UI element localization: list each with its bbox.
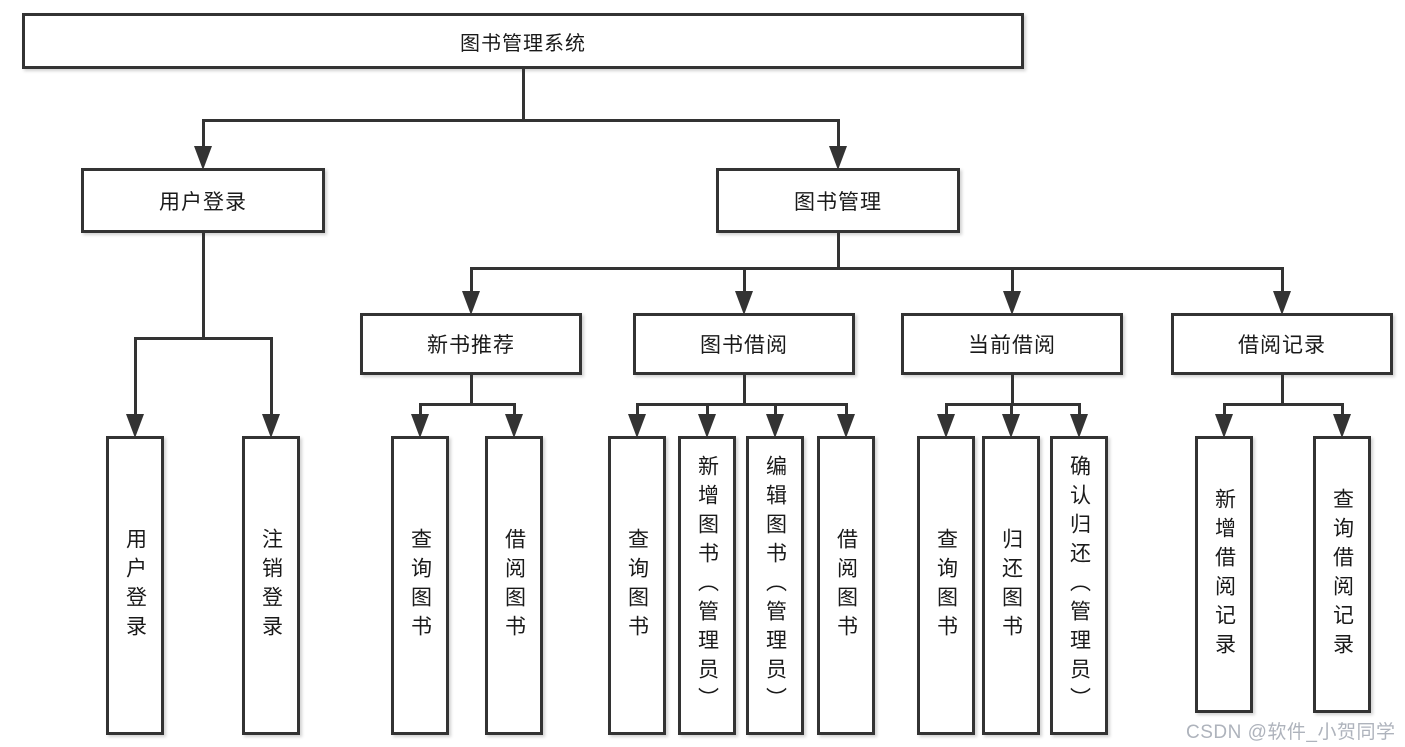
arrow-down-icon (937, 414, 955, 438)
leaf-return-books: 归还图书 (982, 436, 1040, 735)
arrow-down-icon (837, 414, 855, 438)
node-label: 新书推荐 (427, 334, 515, 357)
leaf-query-books-borrow: 查询图书 (608, 436, 666, 735)
leaf-borrow-books: 借阅图书 (817, 436, 875, 735)
arrow-down-icon (262, 414, 280, 438)
csdn-watermark: CSDN @软件_小贺同学 (1186, 722, 1396, 743)
node-label: 归还图书 (999, 527, 1023, 644)
arrow-down-icon (126, 414, 144, 438)
connector-line (743, 375, 746, 406)
connector-line (845, 403, 848, 416)
leaf-add-borrow-record: 新增借阅记录 (1195, 436, 1253, 713)
leaf-query-books-recommend: 查询图书 (391, 436, 449, 735)
arrow-down-icon (735, 291, 753, 315)
node-borrowing-records: 借阅记录 (1171, 313, 1393, 375)
connector-line (743, 267, 746, 293)
leaf-edit-books-admin: 编辑图书（管理员） (746, 436, 804, 735)
node-label: 确认归还（管理员） (1067, 455, 1091, 716)
arrow-down-icon (628, 414, 646, 438)
connector-line (134, 337, 137, 416)
node-user-login: 用户登录 (81, 168, 325, 233)
node-label: 用户登录 (159, 190, 247, 214)
connector-line (1281, 375, 1284, 406)
arrow-down-icon (829, 146, 847, 170)
node-new-book-recommendation: 新书推荐 (360, 313, 582, 375)
connector-line (945, 403, 1081, 406)
node-label: 图书管理 (794, 190, 882, 214)
node-label: 图书借阅 (700, 334, 788, 357)
arrow-down-icon (1333, 414, 1351, 438)
connector-line (270, 337, 273, 416)
node-library-system: 图书管理系统 (22, 13, 1024, 69)
connector-line (1011, 267, 1014, 293)
arrow-down-icon (698, 414, 716, 438)
leaf-query-books-current: 查询图书 (917, 436, 975, 735)
leaf-confirm-return-admin: 确认归还（管理员） (1050, 436, 1108, 735)
node-label: 查询图书 (408, 527, 432, 644)
connector-line (522, 69, 525, 122)
node-label: 当前借阅 (968, 334, 1056, 357)
node-label: 借阅图书 (834, 527, 858, 644)
node-label: 查询图书 (934, 527, 958, 644)
arrow-down-icon (1070, 414, 1088, 438)
connector-line (1341, 403, 1344, 416)
connector-line (837, 233, 840, 270)
node-book-borrowing: 图书借阅 (633, 313, 855, 375)
connector-line (945, 403, 948, 416)
connector-line (1223, 403, 1226, 416)
arrow-down-icon (462, 291, 480, 315)
node-label: 注销登录 (259, 527, 283, 644)
connector-line (470, 375, 473, 406)
leaf-user-login: 用户登录 (106, 436, 164, 735)
arrow-down-icon (194, 146, 212, 170)
leaf-borrow-books-recommend: 借阅图书 (485, 436, 543, 735)
node-label: 新增图书（管理员） (695, 455, 719, 716)
connector-line (1078, 403, 1081, 416)
arrow-down-icon (1273, 291, 1291, 315)
connector-line (470, 267, 473, 293)
connector-line (774, 403, 777, 416)
arrow-down-icon (1002, 414, 1020, 438)
node-label: 借阅图书 (502, 527, 526, 644)
connector-line (636, 403, 639, 416)
connector-line (706, 403, 709, 416)
connector-line (470, 267, 1284, 270)
node-label: 图书管理系统 (460, 32, 586, 55)
connector-line (419, 403, 422, 416)
leaf-add-books-admin: 新增图书（管理员） (678, 436, 736, 735)
node-label: 借阅记录 (1238, 334, 1326, 357)
connector-line (419, 403, 516, 406)
node-label: 查询借阅记录 (1330, 487, 1354, 662)
connector-line (837, 119, 840, 149)
arrow-down-icon (766, 414, 784, 438)
node-label: 用户登录 (123, 527, 147, 644)
connector-line (202, 233, 205, 340)
connector-line (636, 403, 848, 406)
leaf-logout-login: 注销登录 (242, 436, 300, 735)
arrow-down-icon (1215, 414, 1233, 438)
node-book-management: 图书管理 (716, 168, 960, 233)
connector-line (513, 403, 516, 416)
leaf-query-borrow-record: 查询借阅记录 (1313, 436, 1371, 713)
connector-line (1011, 375, 1014, 406)
connector-line (1223, 403, 1344, 406)
connector-line (202, 119, 205, 149)
connector-line (1281, 267, 1284, 293)
node-label: 新增借阅记录 (1212, 487, 1236, 662)
arrow-down-icon (1003, 291, 1021, 315)
node-label: 查询图书 (625, 527, 649, 644)
node-current-borrowing: 当前借阅 (901, 313, 1123, 375)
arrow-down-icon (505, 414, 523, 438)
node-label: 编辑图书（管理员） (763, 455, 787, 716)
connector-line (134, 337, 273, 340)
connector-line (202, 119, 840, 122)
arrow-down-icon (411, 414, 429, 438)
connector-line (1010, 403, 1013, 416)
